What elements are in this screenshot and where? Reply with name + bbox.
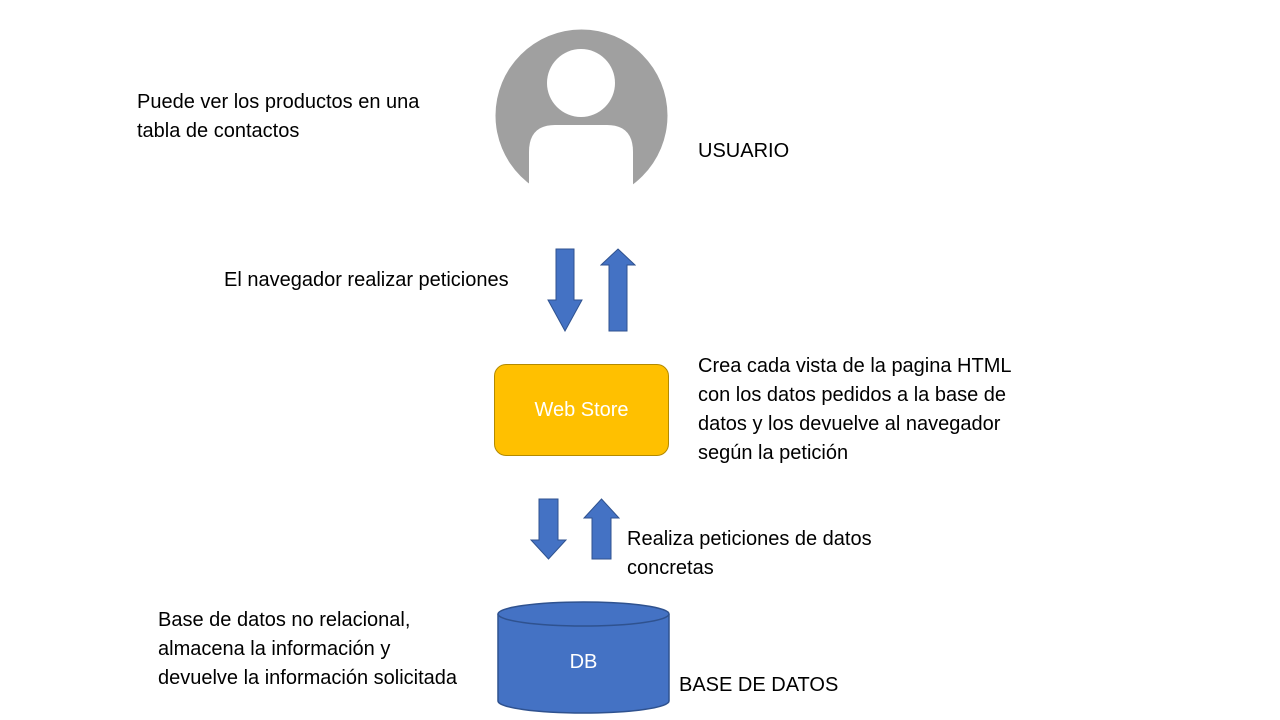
web-store-label: Web Store [534, 398, 629, 421]
data-requests-label: Realiza peticiones de datos concretas [627, 528, 872, 579]
database-description: Base de datos no relacional, almacena la… [158, 609, 458, 689]
database-label: BASE DE DATOS [679, 674, 839, 696]
user-avatar-icon [495, 29, 668, 202]
database-cylinder-label: DB [569, 651, 598, 673]
web-store-description: Crea cada vista de la pagina HTML con lo… [698, 355, 1012, 464]
arrow-down-icon [530, 498, 567, 560]
user-label: USUARIO [698, 140, 790, 162]
user-description: Puede ver los productos en una tabla de … [137, 91, 420, 142]
arrow-down-icon [547, 248, 583, 332]
web-store-box: Web Store [494, 364, 669, 456]
browser-requests-label: El navegador realizar peticiones [224, 269, 509, 291]
arrow-up-icon [583, 498, 620, 560]
database-cylinder-icon [497, 601, 670, 714]
arrow-up-icon [600, 248, 636, 332]
